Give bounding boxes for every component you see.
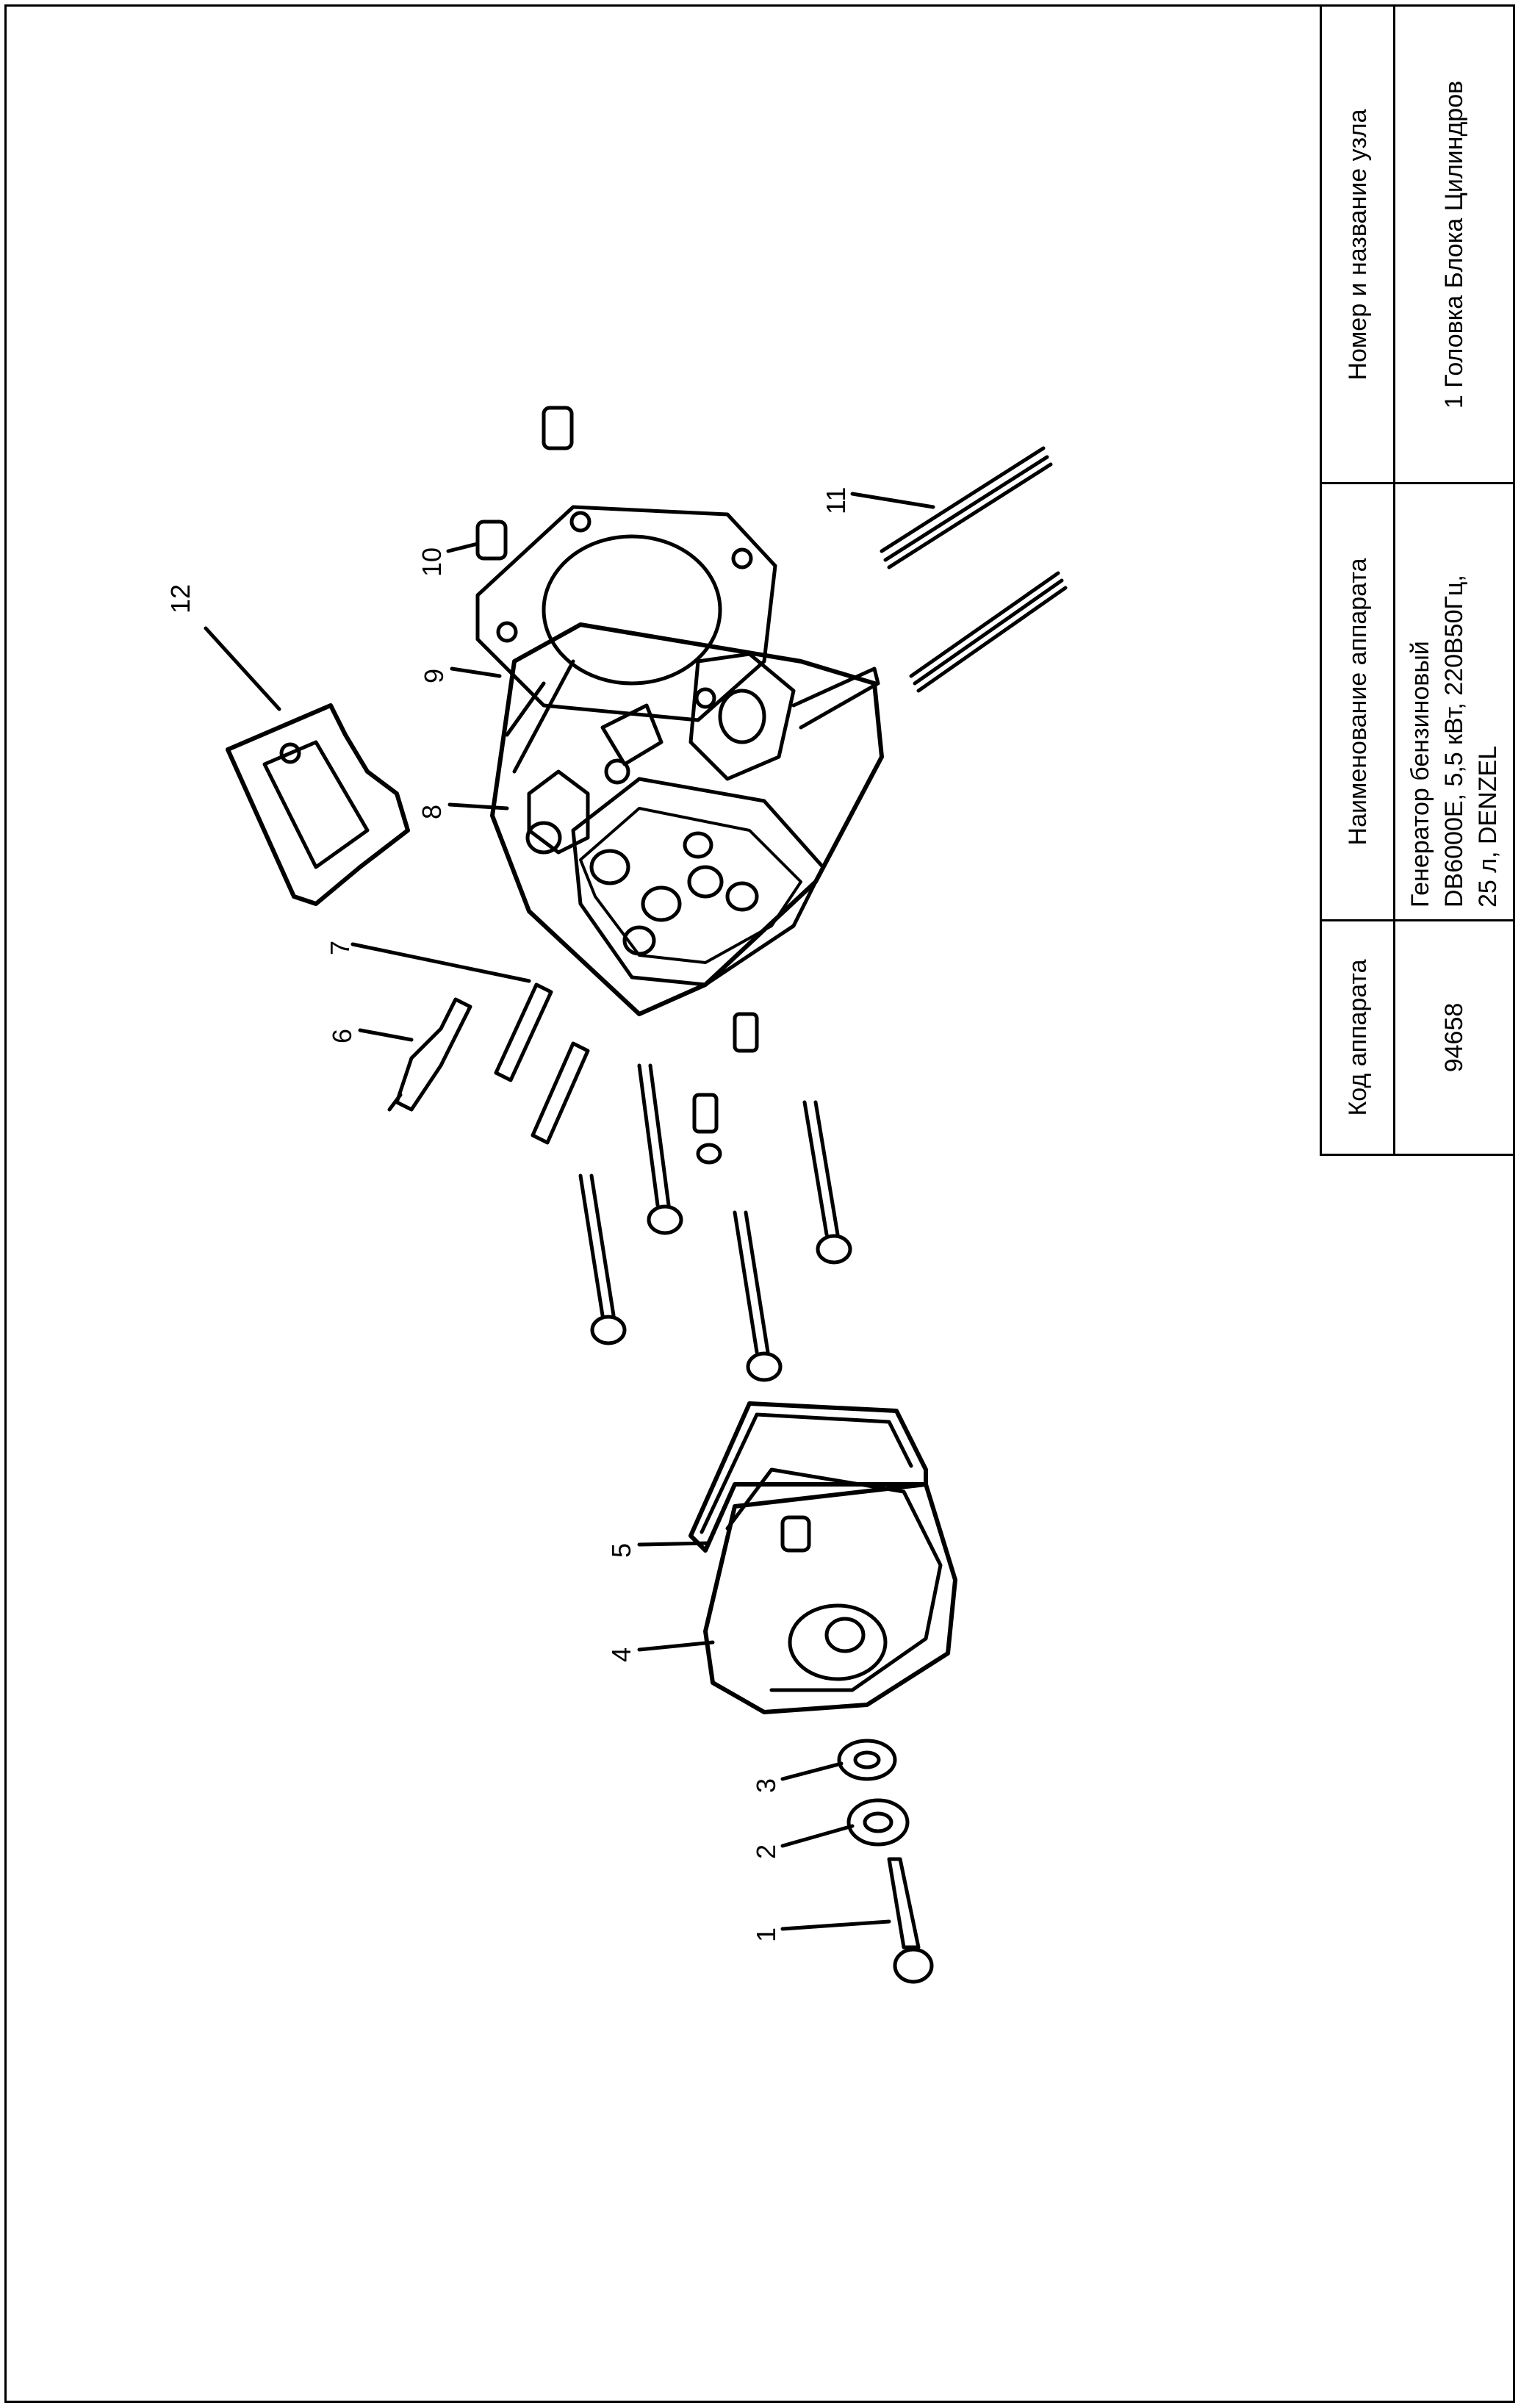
stud-bolt-7b <box>531 1041 590 1145</box>
drawing-sheet <box>4 4 1515 2403</box>
stud-bolt-7 <box>494 982 553 1082</box>
callout-2: 2 <box>751 1844 781 1859</box>
callout-7: 7 <box>325 941 355 955</box>
washer-3 <box>837 1739 897 1781</box>
header-code: Код аппарата <box>1343 959 1372 1116</box>
callout-6: 6 <box>327 1029 357 1043</box>
callout-3: 3 <box>751 1778 781 1793</box>
callout-8: 8 <box>417 805 447 819</box>
title-block-frame <box>1320 4 1515 1156</box>
callout-10: 10 <box>417 547 447 577</box>
head-bolt-3 <box>733 1210 759 1354</box>
device-name-line-2: DB6000E, 5,5 кВт, 220В50Гц, <box>1440 575 1468 908</box>
cover-gasket <box>688 1401 928 1553</box>
callout-9: 9 <box>419 669 449 683</box>
stud-11-lower <box>909 571 1060 678</box>
gasket-bore <box>542 534 722 686</box>
washer-2 <box>846 1798 910 1847</box>
value-device-name: Генератор бензиновый DB6000E, 5,5 кВт, 2… <box>1395 484 1513 919</box>
head-bolt-4 <box>802 1100 829 1237</box>
header-unit-name: Номер и название узла <box>1343 108 1372 381</box>
cover-bolt <box>887 1857 921 1949</box>
callout-12: 12 <box>165 584 195 614</box>
callout-1: 1 <box>751 1927 781 1942</box>
callout-11: 11 <box>821 487 851 514</box>
device-name-line-1: Генератор бензиновый <box>1406 641 1434 908</box>
head-gasket <box>475 505 777 722</box>
callout-5: 5 <box>606 1543 636 1558</box>
device-name-line-3: 25 л, DENZEL <box>1474 745 1502 908</box>
header-device-name: Наименование аппарата <box>1343 558 1372 846</box>
callout-4: 4 <box>606 1647 636 1662</box>
head-bolt-2 <box>637 1063 660 1207</box>
spark-plug <box>395 997 472 1112</box>
stud-11-upper <box>880 446 1046 553</box>
value-code: 94658 <box>1440 1002 1468 1073</box>
dowel-pin-top <box>542 406 574 450</box>
heat-shield <box>226 703 410 906</box>
value-unit-name: 1 Головка Блока Цилиндров <box>1440 80 1468 409</box>
valve-cover <box>703 1482 957 1714</box>
dowel-pin-10 <box>475 520 508 561</box>
head-bolt-1 <box>578 1174 605 1318</box>
